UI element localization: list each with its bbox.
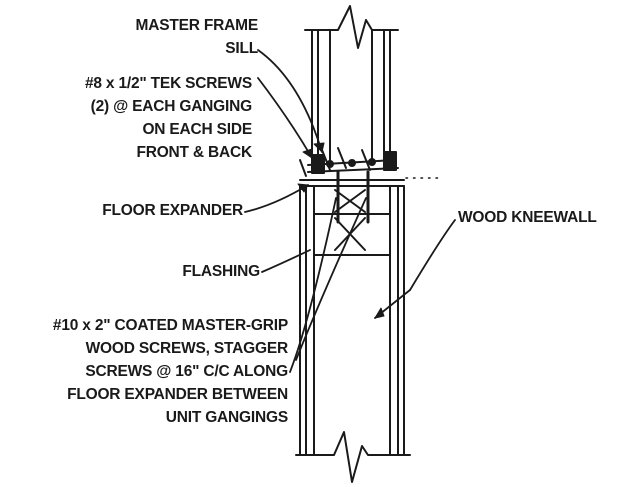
wood-screws-line-5: UNIT GANGINGS	[165, 409, 288, 426]
tek-screws-line-4: FRONT & BACK	[136, 144, 252, 161]
wood-screws-line-3: SCREWS @ 16" C/C ALONG	[85, 363, 288, 380]
floor-expander-shape	[299, 170, 405, 256]
wood-kneewall-label: WOOD KNEEWALL	[458, 206, 618, 229]
wood-screws-label: #10 x 2" COATED MASTER-GRIP WOOD SCREWS,…	[14, 314, 288, 429]
leader-arrows	[297, 142, 385, 319]
tek-screws-line-3: ON EACH SIDE	[142, 121, 252, 138]
master-frame-sill-label: MASTER FRAME SILL	[96, 14, 259, 60]
wood-kneewall-text: WOOD KNEEWALL	[458, 209, 597, 226]
wood-screws-line-1: #10 x 2" COATED MASTER-GRIP	[52, 317, 288, 334]
sill-label-line: SILL	[225, 40, 258, 57]
bottom-break-line	[295, 431, 411, 483]
master-frame-label-line: MASTER FRAME	[135, 17, 259, 34]
sill-hardware	[299, 147, 399, 177]
wood-screws-line-4: FLOOR EXPANDER BETWEEN	[67, 386, 288, 403]
flashing-label: FLASHING	[140, 260, 260, 283]
floor-expander-text: FLOOR EXPANDER	[102, 202, 243, 219]
master-frame-wall	[311, 29, 391, 166]
flashing-text: FLASHING	[182, 263, 260, 280]
top-break-line	[304, 5, 399, 49]
tek-screws-label: #8 x 1/2" TEK SCREWS (2) @ EACH GANGING …	[40, 72, 252, 164]
leader-lines	[244, 49, 456, 373]
wood-kneewall-shape	[299, 185, 405, 456]
tek-screws-line-2: (2) @ EACH GANGING	[90, 98, 253, 115]
wood-screws-line-2: WOOD SCREWS, STAGGER	[85, 340, 289, 357]
tek-screws-line-1: #8 x 1/2" TEK SCREWS	[84, 75, 252, 92]
floor-expander-label: FLOOR EXPANDER	[60, 199, 243, 222]
